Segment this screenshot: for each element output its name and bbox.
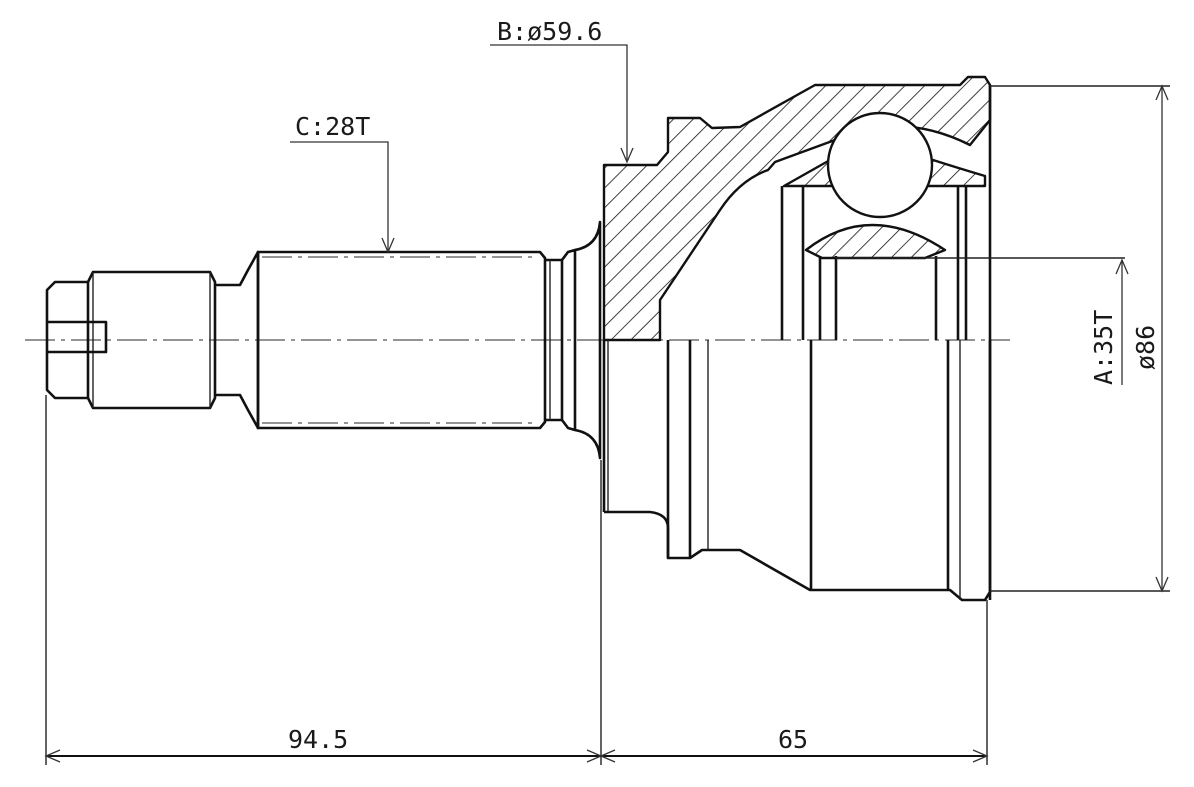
splined-shaft (256, 220, 602, 460)
label-c-spline: C:28T (295, 112, 370, 141)
leader-b[interactable]: B:ø59.6 (490, 17, 634, 164)
label-housing-length: 65 (778, 725, 808, 754)
ball-bearing (826, 111, 934, 219)
leader-c[interactable]: C:28T (290, 112, 395, 254)
label-a-spline: A:35T (1089, 310, 1118, 385)
dim-outer-diameter[interactable]: ø86 (990, 84, 1170, 593)
housing-outline (602, 340, 992, 602)
housing-section (602, 75, 992, 342)
dim-a-spline[interactable]: A:35T (1089, 258, 1129, 385)
dim-shaft-length[interactable]: 94.5 (44, 395, 603, 765)
label-b-diameter: B:ø59.6 (497, 17, 602, 46)
dim-housing-length[interactable]: 65 (599, 600, 989, 765)
label-shaft-length: 94.5 (288, 725, 348, 754)
label-outer-diameter: ø86 (1131, 325, 1160, 370)
